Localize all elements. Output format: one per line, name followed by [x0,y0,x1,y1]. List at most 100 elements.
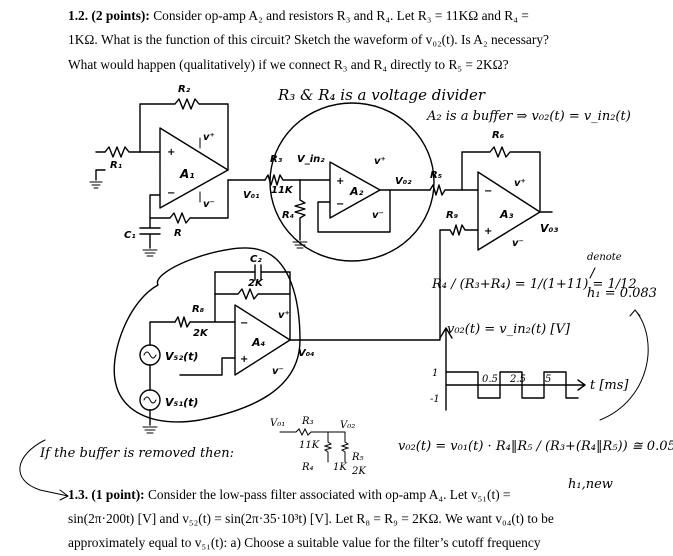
a4-minus: − [240,318,248,329]
a4-plus: + [240,354,248,365]
label-a2: A₂ [349,185,364,198]
label-c1: C₁ [124,230,136,241]
note-if-removed: If the buffer is removed then: [39,446,234,461]
a2-vminus: v⁻ [372,210,384,221]
label-a4: A₄ [251,336,266,349]
tick-5: 5 [545,374,551,385]
label-r6: R₆ [492,130,505,141]
label-2k-top: 2K [248,278,264,289]
a2-vplus: v⁺ [374,156,386,167]
a1-minus: − [167,188,175,199]
problem-1-2-line2: 1KΩ. What is the function of this circui… [68,32,549,47]
a1-vplus: v⁺ [203,132,215,143]
problem-1-2-text1: Consider op-amp A₂ and resistors R₃ and … [153,8,529,23]
resistor-r1 [104,146,141,158]
resistor-r5 [429,184,463,196]
arrow-right [599,309,649,421]
stage-a1: R₁ R₂ + − A₁ v⁺ v⁻ V₀₁ R C₁ [89,84,266,257]
problem-1-3-line3: approximately equal to v₅₁(t): a) Choose… [68,535,541,550]
label-r8: R₈ [192,304,205,315]
problem-1-2-line3: What would happen (qualitatively) if we … [68,57,509,72]
opamp-a3 [477,171,541,251]
mini-vo2: V₀₂ [340,420,355,431]
note-buffer: A₂ is a buffer ⇒ v₀₂(t) = v_in₂(t) [426,109,631,124]
note-denote: denote [587,252,622,263]
label-vo2: V₀₂ [395,176,412,187]
resistor-r6 [461,146,541,213]
resistor-r9 [289,224,479,341]
mini-r3: R₃ [301,416,314,427]
waveform-sketch: 1 -1 0.5 2.5 5 t [ms] [430,327,629,411]
note-divider: R₃ & R₄ is a voltage divider [277,86,486,104]
capacitor-c1 [139,217,161,249]
label-11k: 11K [271,185,294,196]
label-vo1: V₀₁ [243,190,260,201]
problem-1-3-line1: 1.3. (1 point): Consider the low-pass fi… [68,487,511,503]
note-ratio: R₄ / (R₃+R₄) = 1/(1+11) = 1/12 [431,277,637,292]
stage-a4: C₂ 2K R₈ 2K − + A₄ v⁺ v⁻ V₀₄ V₅₂(t) V₅₁(… [139,254,315,434]
a1-vminus: v⁻ [203,199,215,210]
label-vin2: V_in₂ [297,154,325,165]
mini-circuit: V₀₁ R₃ V₀₂ 11K R₄ 1K R₅ 2K [270,416,366,477]
tick-05: 0.5 [482,374,498,385]
mini-11k: 11K [299,440,320,451]
resistor-r8 [174,316,216,328]
mini-2k: 2K [351,466,366,477]
a2-minus: − [336,199,344,210]
opamp-a4 [234,304,291,376]
label-c2: C₂ [250,254,262,265]
a3-vminus: v⁻ [512,238,524,249]
tick-25: 2.5 [509,374,526,385]
problem-1-3-line2: sin(2π·200t) [V] and v₅₂(t) = sin(2π·35·… [68,511,554,526]
filter-circle [113,247,301,423]
label-vs1: V₅₁(t) [165,396,198,409]
a4-vminus: v⁻ [272,366,284,377]
note-h1-new: h₁,new [568,477,613,492]
resistor-r3 [264,174,301,186]
label-r4: R₄ [282,210,294,221]
mini-r4: R₄ [301,462,314,473]
arrow-left [19,439,69,501]
label-2k-r8: 2K [193,328,209,339]
mini-1k: 1K [333,462,347,473]
resistor-r [149,179,229,224]
note-vo2-eq: v₀₂(t) = v_in₂(t) [V] [447,322,571,337]
stage-a2: R₃ V_in₂ 11K R₄ + − A₂ v⁺ v⁻ V₀₂ [264,154,431,249]
label-a1: A₁ [179,167,195,181]
problem-1-2-line1: 1.2. (2 points): Consider op-amp A₂ and … [68,8,529,24]
mini-r5: R₅ [351,452,364,463]
problem-1-2-heading: 1.2. (2 points): [68,8,150,23]
a2-plus: + [336,176,344,187]
label-r: R [174,228,182,239]
label-vo3: V₀₃ [540,222,558,235]
problem-1-3-heading: 1.3. (1 point): [68,487,145,502]
note-h1: h₁ = 0.083 [587,286,657,301]
label-r3: R₃ [270,154,283,165]
label-r9: R₉ [446,210,459,221]
label-vo4: V₀₄ [298,348,315,359]
opamp-a1 [159,127,229,209]
resistor-2k [214,271,291,300]
a4-vplus: v⁺ [278,310,290,321]
a3-plus: + [484,226,492,237]
square-wave [445,371,579,399]
note-big-eq: v₀₂(t) = v₀₁(t) · R₄‖R₅ / (R₃+(R₄‖R₅)) ≅… [398,439,673,454]
axis-t: t [ms] [590,378,629,393]
label-vs2: V₅₂(t) [165,350,198,363]
stage-a3: R₅ R₆ − + A₃ v⁺ v⁻ V₀₃ R₉ [289,130,558,341]
resistor-r4 [294,179,306,241]
label-r5: R₅ [430,170,442,181]
tick-1: 1 [432,368,438,379]
tick-m1: -1 [430,394,440,405]
a3-vplus: v⁺ [514,178,526,189]
opamp-a2 [329,161,381,219]
label-r1: R₁ [110,160,122,171]
label-a3: A₃ [499,208,514,221]
resistor-r2 [139,98,229,171]
label-r2: R₂ [178,84,191,95]
mini-vo1: V₀₁ [270,418,285,429]
problem-1-3-text1: Consider the low-pass filter associated … [147,487,511,502]
a3-minus: − [484,186,492,197]
a1-plus: + [167,147,175,158]
